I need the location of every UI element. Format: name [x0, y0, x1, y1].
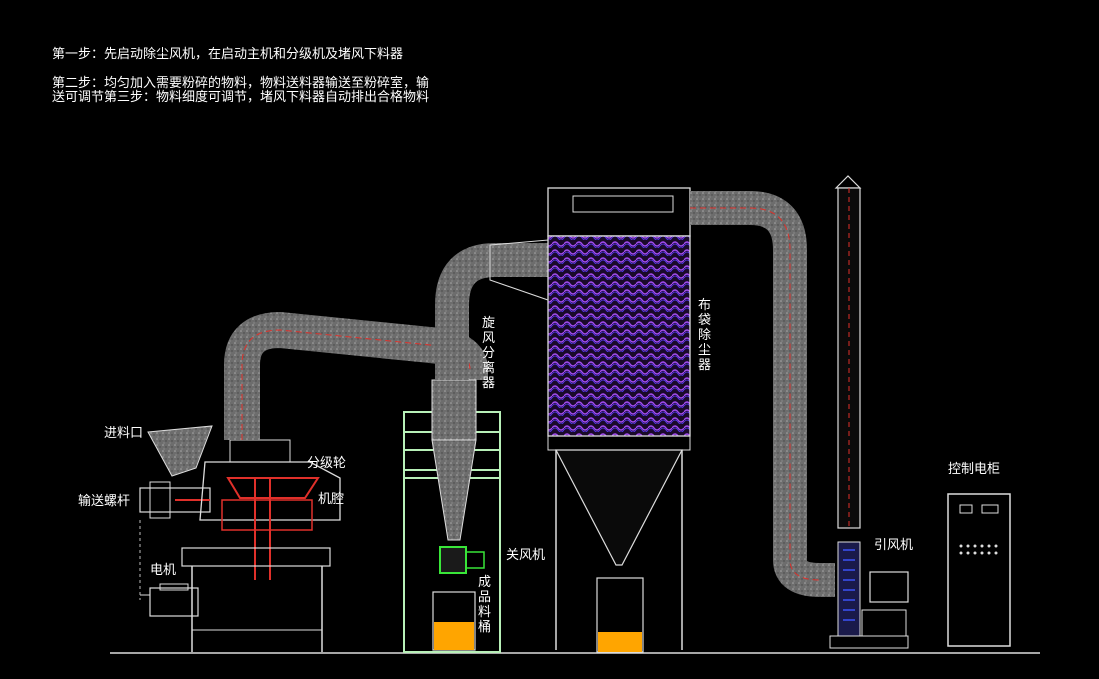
- mill-housing: [199, 461, 341, 521]
- control-cabinet: [947, 493, 1011, 647]
- step2-text-line1: 第二步：均匀加入需要粉碎的物料，物料送料器输送至粉碎室，输: [52, 76, 430, 91]
- label-cyclone-separator: 旋风分离器: [482, 316, 496, 391]
- feed-hopper: [147, 425, 213, 477]
- motor-body: [149, 587, 199, 617]
- product-bin: [432, 591, 476, 651]
- classifier-wheel: [226, 477, 320, 499]
- label-motor: 电机: [150, 563, 177, 578]
- label-airlock-fan: 关风机: [506, 548, 546, 563]
- label-chamber: 机腔: [318, 492, 345, 507]
- step2-text-line2: 送可调节第三步：物料细度可调节，堵风下料器自动排出合格物料: [52, 90, 430, 105]
- label-feed-inlet: 进料口: [104, 426, 144, 441]
- label-classifier-wheel: 分级轮: [307, 456, 347, 471]
- label-control-cabinet: 控制电柜: [948, 462, 1001, 477]
- duct-cyclone-to-filter: [435, 243, 548, 380]
- cyclone-cone: [431, 439, 477, 541]
- airlock-fan: [439, 546, 467, 574]
- bag-filter: [547, 187, 691, 653]
- filter-bags: [547, 235, 691, 437]
- filter-hopper: [555, 449, 683, 566]
- cyclone-separator: [403, 239, 549, 653]
- induced-fan: [829, 175, 909, 649]
- label-induced-fan: 引风机: [874, 538, 914, 553]
- label-bag-filter: 布袋除尘器: [698, 298, 712, 373]
- step1-text: 第一步：先启动除尘风机，在启动主机和分级机及堵风下料器: [52, 47, 404, 62]
- label-screw-conveyor: 输送螺杆: [78, 494, 131, 509]
- label-product-bin: 成品料桶: [478, 575, 492, 635]
- duct-filter-to-fan: [690, 191, 835, 597]
